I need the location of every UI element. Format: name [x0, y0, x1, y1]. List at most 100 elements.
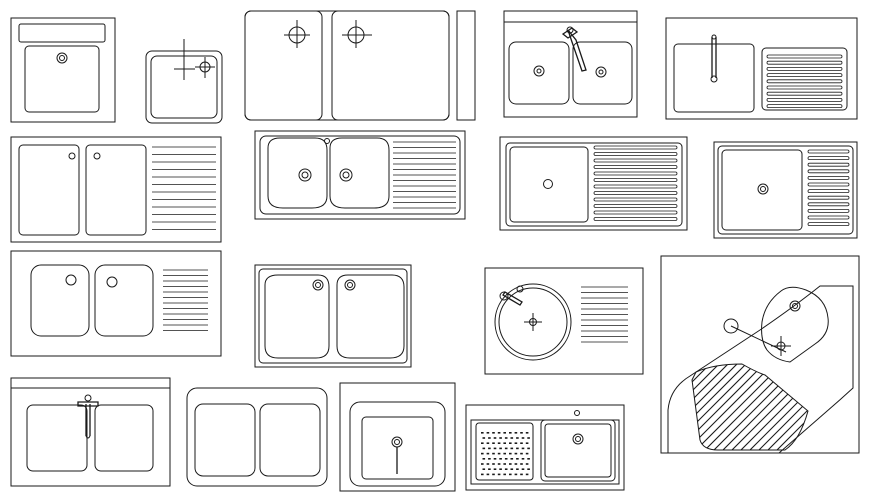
- perforation-slot: [481, 432, 484, 434]
- hatch-line: [784, 364, 808, 450]
- hatch-line: [812, 350, 870, 460]
- perforation-slot: [527, 447, 530, 450]
- hatch-line: [703, 364, 808, 450]
- perforation-slot: [497, 442, 501, 444]
- perforation-slot: [525, 452, 529, 455]
- perforation-slot: [492, 442, 495, 444]
- perforation-slot: [481, 442, 484, 444]
- drainboard-rib: [807, 162, 850, 167]
- hatch-line: [692, 364, 797, 450]
- perforation-slot: [516, 458, 519, 460]
- drainboard-rib: [593, 165, 678, 169]
- drainboard-rib: [807, 195, 850, 200]
- hatch-line: [839, 350, 870, 460]
- drainboard-rib: [593, 178, 678, 182]
- drainboard-rib: [766, 85, 843, 90]
- perforation-slot: [488, 468, 491, 470]
- perforation-slot: [493, 447, 497, 450]
- drainboard-rib: [807, 182, 850, 187]
- drainboard-rib: [593, 152, 678, 156]
- perforation-slot: [520, 442, 523, 444]
- perforation-slot: [510, 447, 514, 450]
- perforation-slot: [516, 437, 519, 439]
- perforation-slot: [504, 447, 508, 450]
- sink-block-double-round-right-ribs: [10, 250, 222, 357]
- drainboard-rib: [807, 215, 850, 220]
- drainboard-rib: [766, 67, 843, 71]
- perforation-slot: [488, 437, 491, 439]
- perforation-slot: [493, 468, 497, 470]
- perforation-slot: [482, 437, 486, 439]
- perforation-slot: [488, 458, 491, 460]
- perforation-slot: [514, 463, 518, 465]
- sink-block-perforated: [465, 404, 625, 491]
- perforation-slot: [482, 468, 486, 470]
- perforation-slot: [509, 473, 512, 476]
- perforation-slot: [509, 452, 512, 455]
- perforation-slot: [499, 437, 502, 439]
- perforation-slot: [503, 463, 506, 465]
- hatch-line: [830, 350, 870, 460]
- perforation-slot: [481, 463, 484, 465]
- drainboard-rib: [593, 217, 678, 221]
- perforation-slot: [486, 452, 490, 455]
- perforation-slot: [525, 463, 529, 465]
- hatch-line: [692, 364, 734, 450]
- drainboard-rib: [766, 104, 843, 108]
- perforation-slot: [486, 473, 490, 476]
- perforation-slot: [482, 458, 486, 460]
- sink-block-double-inset: [254, 264, 412, 368]
- drainboard-rib: [593, 184, 678, 189]
- drainboard-rib: [766, 79, 843, 84]
- sink-block-single-square: [10, 17, 116, 123]
- perforation-slot: [492, 452, 495, 455]
- perforation-slot: [525, 442, 529, 444]
- perforation-slot: [514, 452, 518, 455]
- sink-block-single-framed-stem: [339, 382, 456, 492]
- perforation-slot: [520, 463, 523, 465]
- perforation-slot: [481, 452, 484, 455]
- perforation-slot: [521, 458, 525, 460]
- perforation-slot: [497, 432, 501, 434]
- drainboard-rib: [766, 54, 843, 59]
- perforation-slot: [503, 452, 506, 455]
- drainboard-rib: [807, 156, 850, 161]
- perforation-slot: [503, 432, 506, 434]
- drainboard-rib: [593, 204, 678, 208]
- hatch-line: [730, 364, 808, 450]
- perforation-slot: [482, 447, 486, 450]
- perforation-slot: [521, 437, 525, 439]
- perforation-slot: [509, 442, 512, 444]
- drainboard-rib: [593, 191, 678, 195]
- sink-block-single-compact: [713, 141, 858, 239]
- drainboard-rib: [593, 158, 678, 163]
- drainboard-rib: [807, 208, 850, 213]
- drainboard-rib: [593, 145, 678, 150]
- perforation-slot: [510, 437, 514, 439]
- sink-block-single-right-drainboard: [665, 17, 858, 120]
- perforation-slot: [509, 432, 512, 434]
- sink-block-double-crosshair: [244, 10, 476, 121]
- hatch-line: [821, 350, 870, 460]
- perforation-slot: [509, 463, 512, 465]
- perforation-slot: [514, 432, 518, 434]
- hatch-line: [802, 364, 808, 450]
- drainboard-rib: [766, 73, 843, 77]
- perforation-slot: [481, 473, 484, 476]
- perforation-slot: [516, 447, 519, 450]
- sink-block-round-bowl: [484, 267, 644, 375]
- drainboard-rib: [807, 202, 850, 207]
- perforation-slot: [521, 468, 525, 470]
- sink-block-double-faucet: [503, 10, 638, 118]
- perforation-slot: [514, 442, 518, 444]
- perforation-slot: [497, 463, 501, 465]
- perforation-slot: [499, 447, 502, 450]
- perforation-slot: [488, 447, 491, 450]
- perforation-slot: [503, 473, 506, 476]
- perforation-slot: [486, 463, 490, 465]
- perforation-slot: [527, 468, 530, 470]
- perforation-slot: [520, 473, 523, 476]
- perforation-slot: [503, 442, 506, 444]
- perforation-slot: [525, 473, 529, 476]
- sink-block-double-round-ribbed: [254, 130, 466, 220]
